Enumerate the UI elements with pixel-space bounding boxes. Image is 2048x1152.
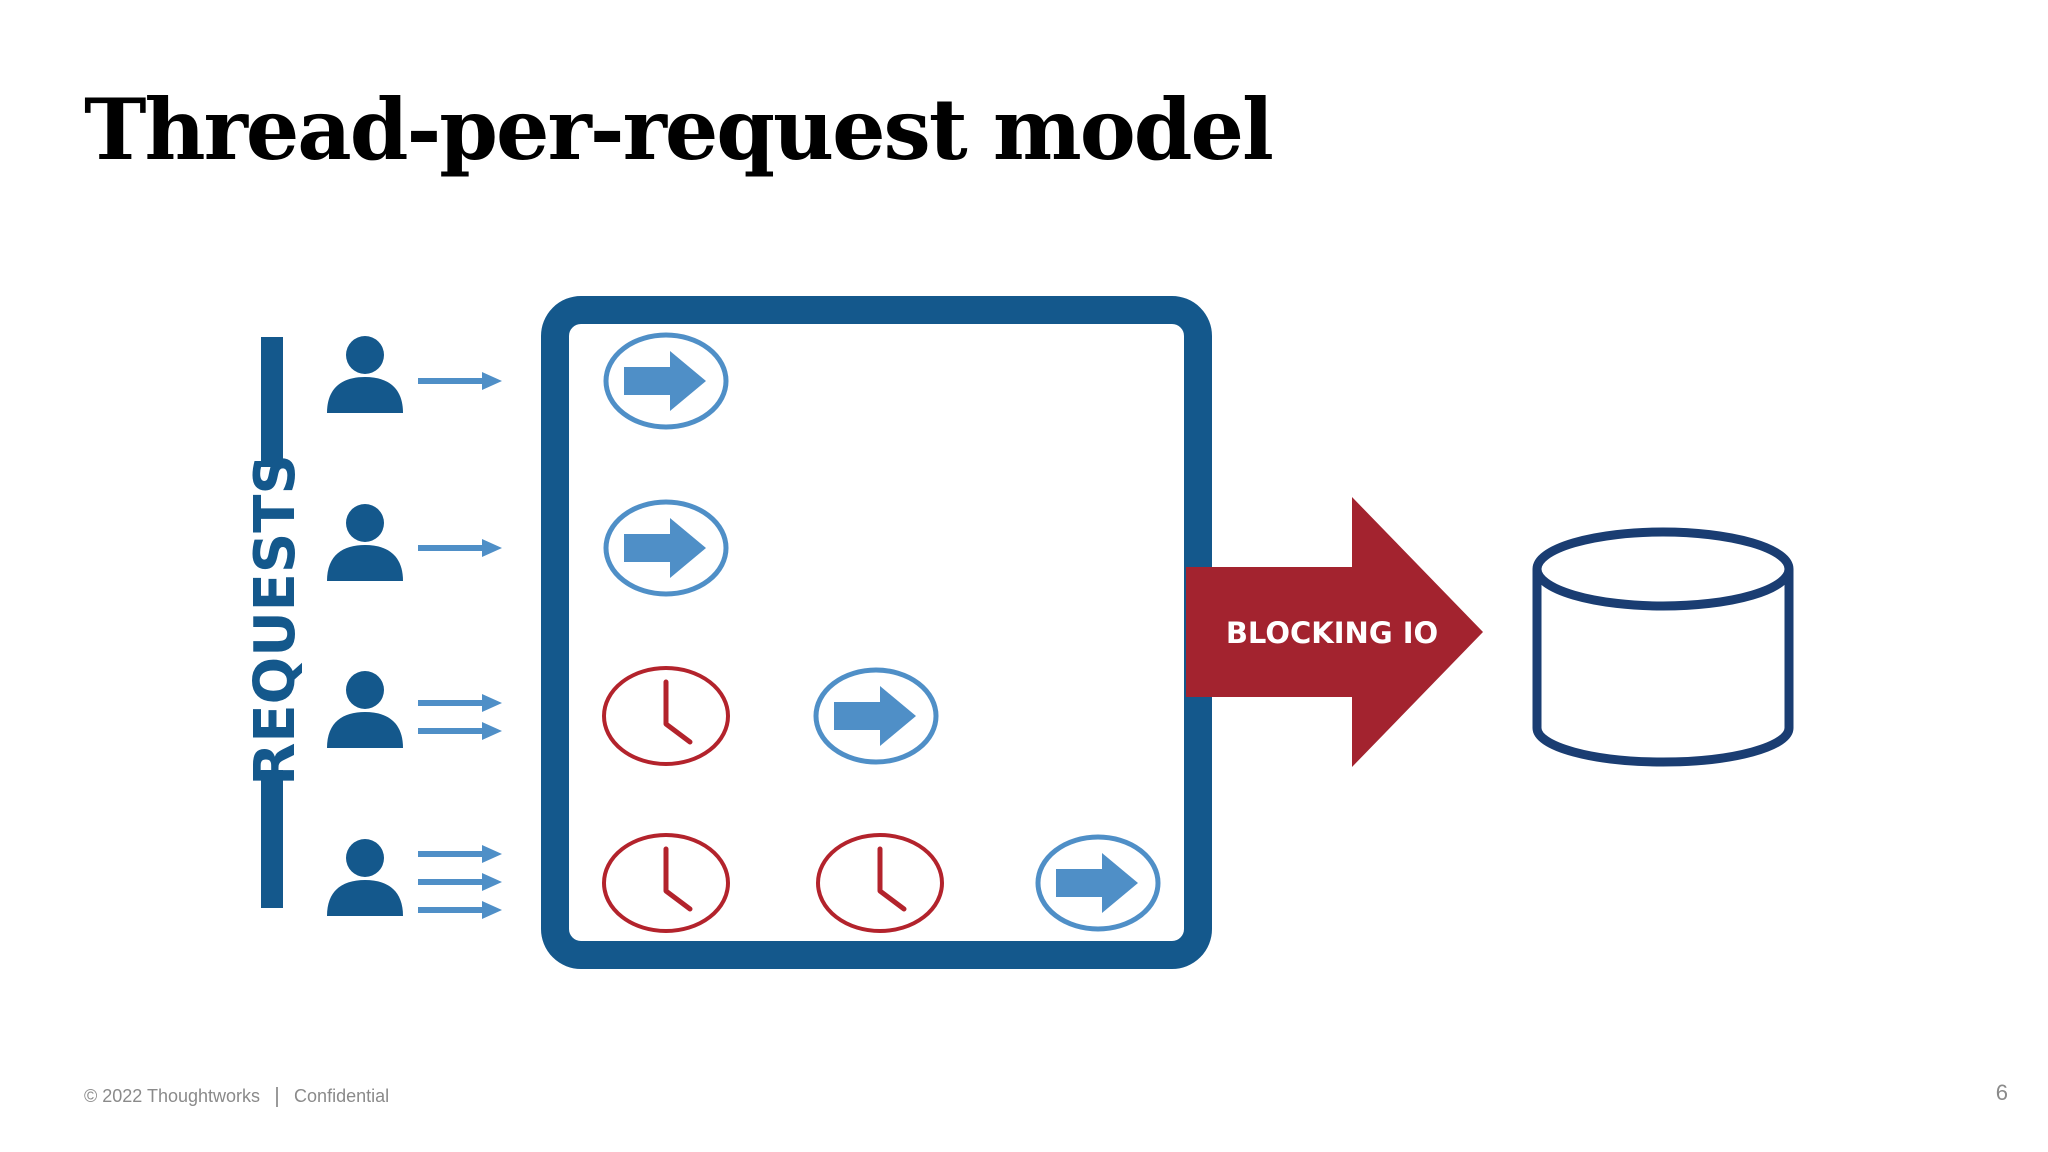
- blocking-io-label: BLOCKING IO: [1226, 616, 1438, 650]
- user-icon: [327, 839, 403, 916]
- request-arrow: [418, 901, 502, 919]
- user-icon: [327, 504, 403, 581]
- request-arrow: [418, 722, 502, 740]
- thread-running-icon: [1038, 837, 1158, 929]
- footer-divider: [276, 1087, 279, 1108]
- user-icon: [327, 671, 403, 748]
- request-arrow: [418, 845, 502, 863]
- requests-bracket-top: [261, 337, 283, 467]
- database-icon: [1532, 527, 1794, 767]
- requests-bracket: REQUESTS: [243, 337, 308, 908]
- page-number: 6: [1995, 1080, 2008, 1105]
- copyright-text: © 2022 Thoughtworks: [84, 1086, 261, 1106]
- clock-icon: [818, 835, 942, 931]
- request-arrow: [418, 539, 502, 557]
- thread-running-icon: [606, 335, 726, 427]
- footer: © 2022 Thoughtworks Confidential: [84, 1086, 390, 1108]
- request-arrow: [418, 694, 502, 712]
- thread-running-icon: [606, 502, 726, 594]
- thread-running-icon: [816, 670, 936, 762]
- clock-icon: [604, 668, 728, 764]
- request-arrow: [418, 372, 502, 390]
- requests-bracket-bottom: [261, 770, 283, 908]
- user-icon: [327, 336, 403, 413]
- blocking-io-arrow: BLOCKING IO: [1186, 497, 1483, 767]
- clock-icon: [604, 835, 728, 931]
- requests-label: REQUESTS: [243, 454, 308, 786]
- slide-title: Thread-per-request model: [84, 80, 1274, 179]
- confidential-label: Confidential: [294, 1086, 390, 1106]
- request-arrow: [418, 873, 502, 891]
